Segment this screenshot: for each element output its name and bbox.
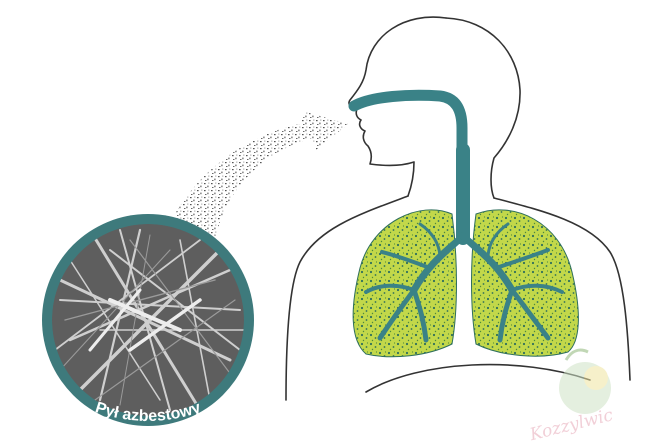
asbestos-fiber-micrograph bbox=[52, 224, 245, 416]
left-lung bbox=[353, 210, 456, 357]
dust-stream-arrow bbox=[170, 112, 348, 236]
watermark-text: Kozzylwic bbox=[527, 405, 616, 441]
right-lung bbox=[472, 210, 579, 356]
diaphragm-line bbox=[366, 365, 590, 392]
dust-stream-body bbox=[170, 112, 348, 236]
watermark-logo: Kozzylwic bbox=[527, 350, 616, 441]
watermark-emblem-sun bbox=[584, 366, 608, 390]
asbestos-inset: Pył azbestowy bbox=[42, 214, 254, 426]
